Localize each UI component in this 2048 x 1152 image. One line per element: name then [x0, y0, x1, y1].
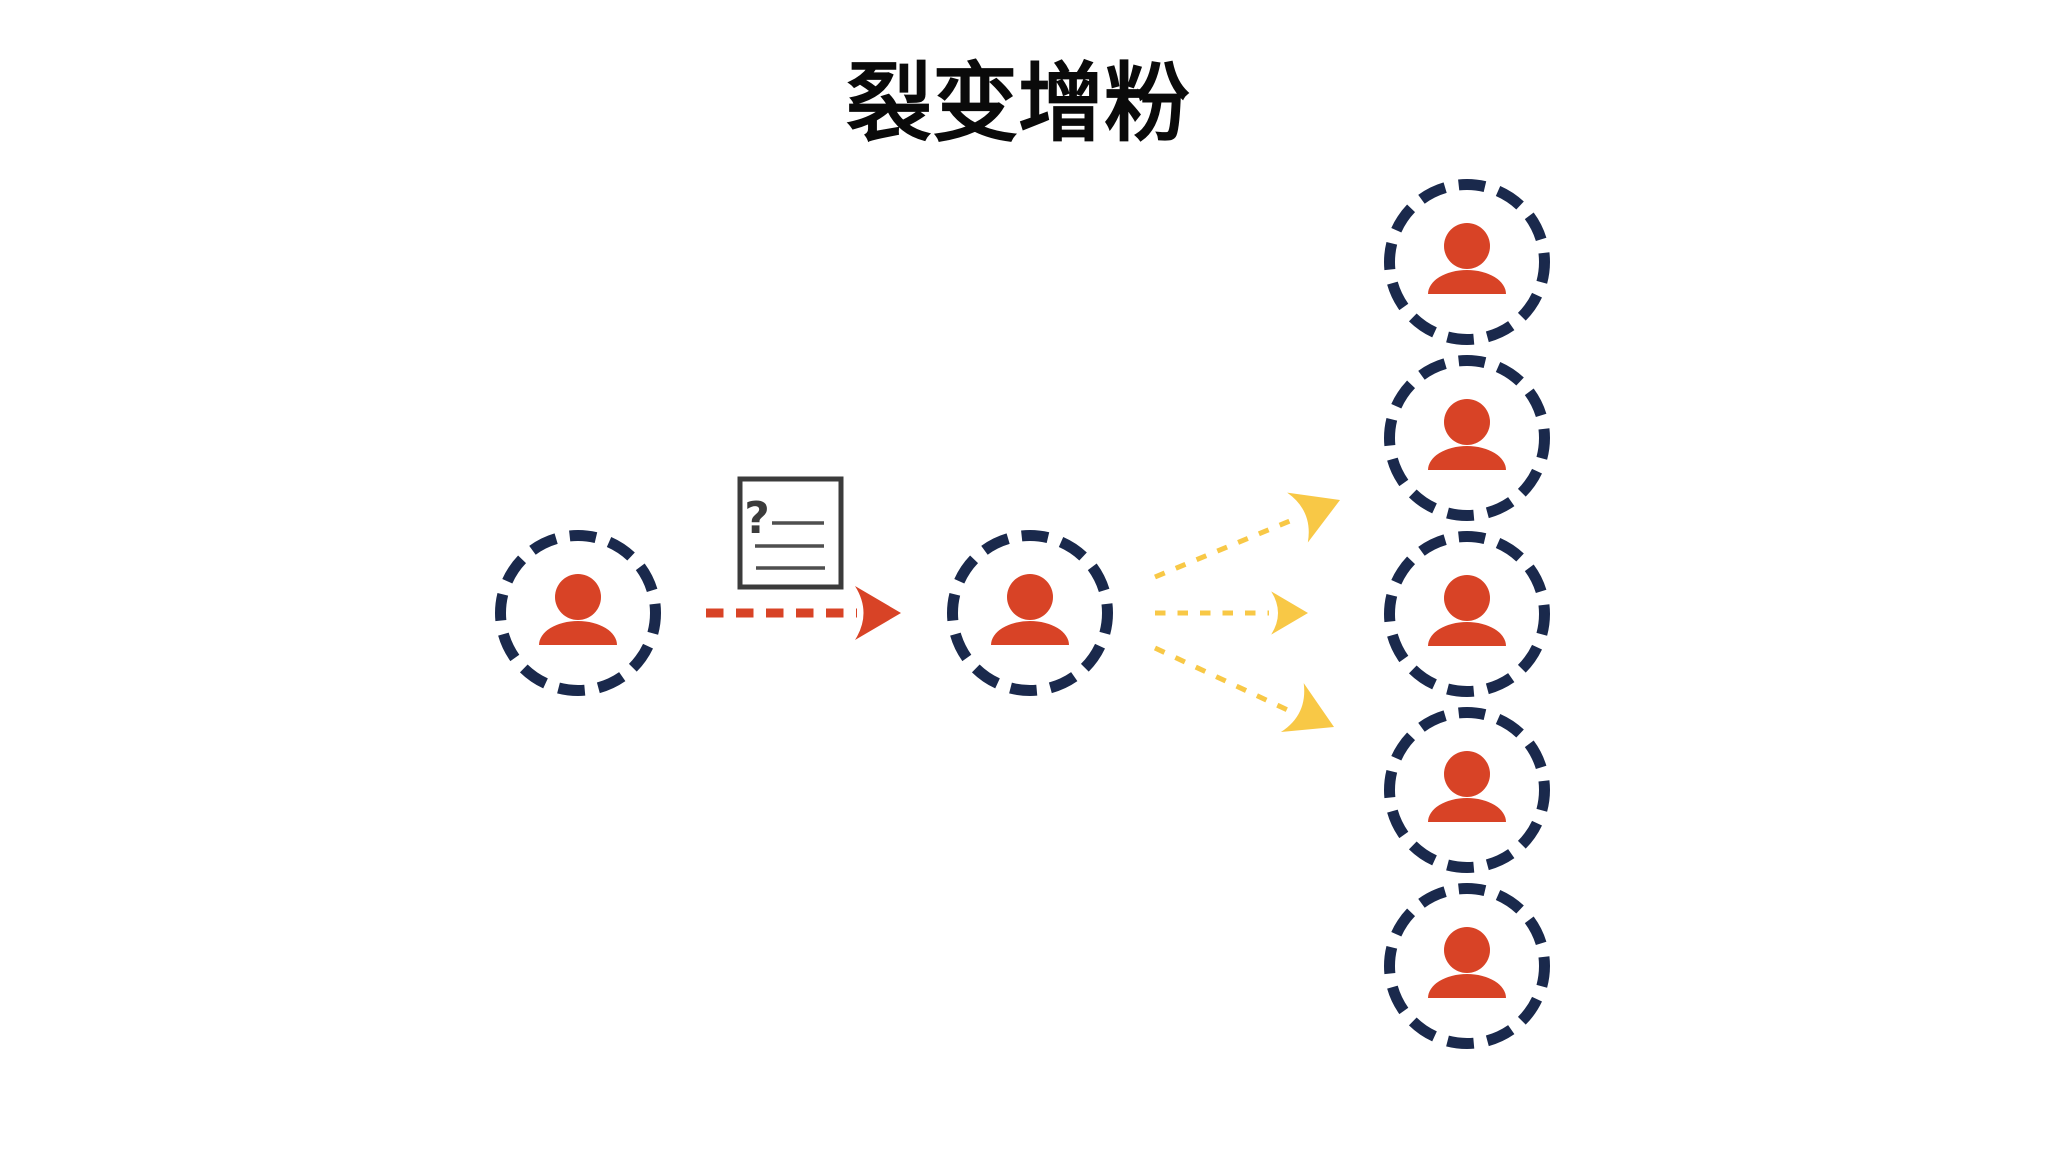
fan-node-5	[1390, 889, 1545, 1044]
fan-node-3	[1390, 537, 1545, 692]
question-document-icon: ?	[737, 476, 844, 590]
share-arrow	[706, 586, 901, 640]
fission-arrow-middle	[1155, 591, 1308, 635]
fan-node-1	[1390, 185, 1545, 340]
fan-node-4	[1390, 713, 1545, 868]
fan-node-2	[1390, 361, 1545, 516]
page-title: 裂变增粉	[846, 56, 1190, 152]
fission-arrowhead-middle	[1271, 591, 1308, 635]
fission-arrowhead-bottom	[1280, 683, 1346, 752]
seed-user-node	[501, 536, 656, 691]
fission-arrow-top-dashes	[1154, 515, 1298, 580]
share-arrowhead	[855, 586, 901, 640]
fission-arrowhead-top	[1287, 475, 1351, 543]
document-question-mark: ?	[744, 493, 770, 544]
fission-arrow-top	[1154, 475, 1351, 580]
sharer-user-node	[953, 536, 1108, 691]
fission-arrow-bottom-dashes	[1153, 645, 1296, 716]
fission-arrow-bottom	[1153, 645, 1346, 752]
